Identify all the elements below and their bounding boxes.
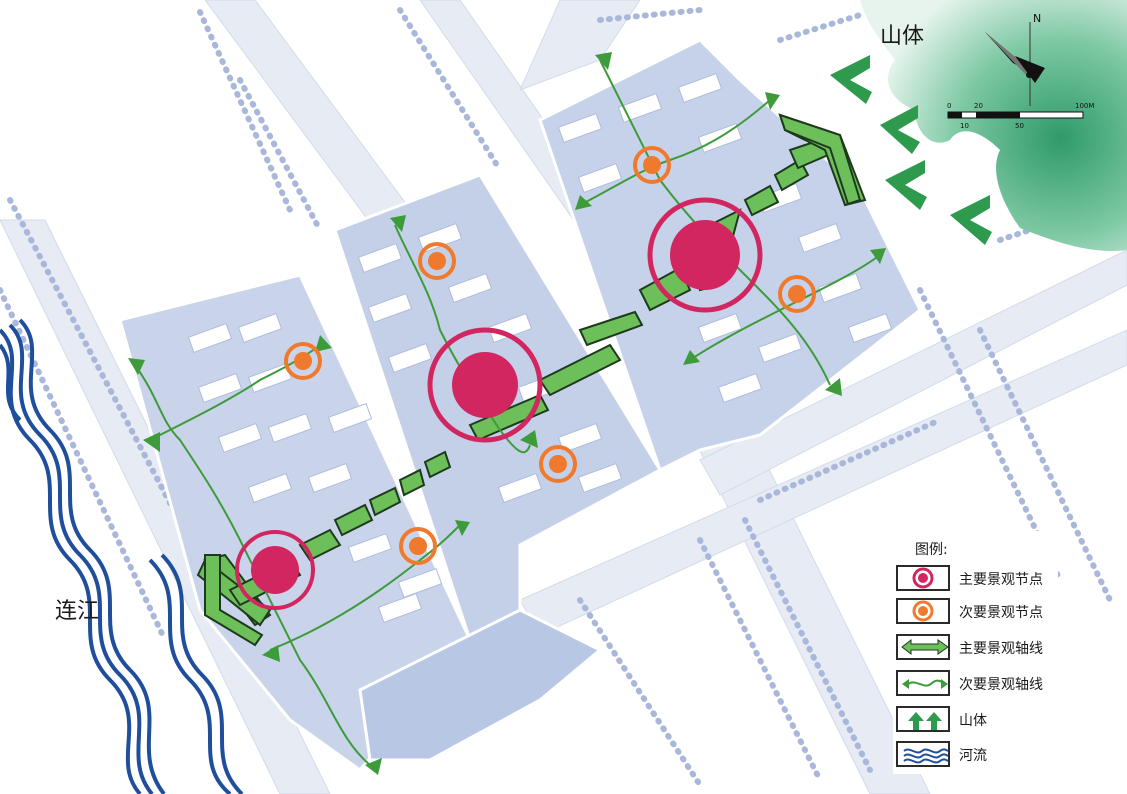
mountain-arrows [830,55,992,245]
scale-label-0: 0 [947,102,951,110]
river-wave-icon [903,748,949,764]
axis-end-chevrons [204,113,862,647]
legend-panel: 图例: 主要景观节点 次要景观节点 主要景观轴线 [893,531,1058,774]
primary-node-icon [912,567,934,589]
primary-axis-icon [901,638,949,656]
legend-item-river: 河流 [893,741,1058,769]
scale-label-100m: 100M [1075,102,1094,110]
legend-label-secondary-node: 次要景观节点 [959,605,1043,621]
secondary-nodes [284,146,816,565]
primary-nodes [235,197,763,610]
mountain-label: 山体 [880,24,925,49]
compass-north-label: N [1033,12,1041,25]
legend-label-river: 河流 [959,748,987,764]
legend-label-primary-node: 主要景观节点 [959,572,1043,588]
river [0,318,244,794]
secondary-axis-arrowheads [128,52,886,775]
legend-item-secondary-axis: 次要景观轴线 [893,670,1058,698]
scale-label-50: 50 [1015,122,1024,130]
legend-label-mountain: 山体 [959,713,987,729]
scale-label-20: 20 [974,102,983,110]
scale-label-10: 10 [960,122,969,130]
river-label: 连江 [55,599,100,624]
legend-item-primary-node: 主要景观节点 [893,565,1058,593]
legend-item-mountain: 山体 [893,706,1058,734]
legend-item-secondary-node: 次要景观节点 [893,598,1058,626]
legend-title: 图例: [915,542,948,558]
mountain-area [860,0,1127,251]
mountain-arrow-icon [908,712,942,730]
legend-item-primary-axis: 主要景观轴线 [893,634,1058,662]
legend-label-primary-axis: 主要景观轴线 [959,641,1043,657]
secondary-axis-icon [902,679,948,689]
legend-label-secondary-axis: 次要景观轴线 [959,677,1043,693]
secondary-node-icon [912,600,934,622]
north-compass: N 0 20 100M 10 50 [945,8,1095,133]
